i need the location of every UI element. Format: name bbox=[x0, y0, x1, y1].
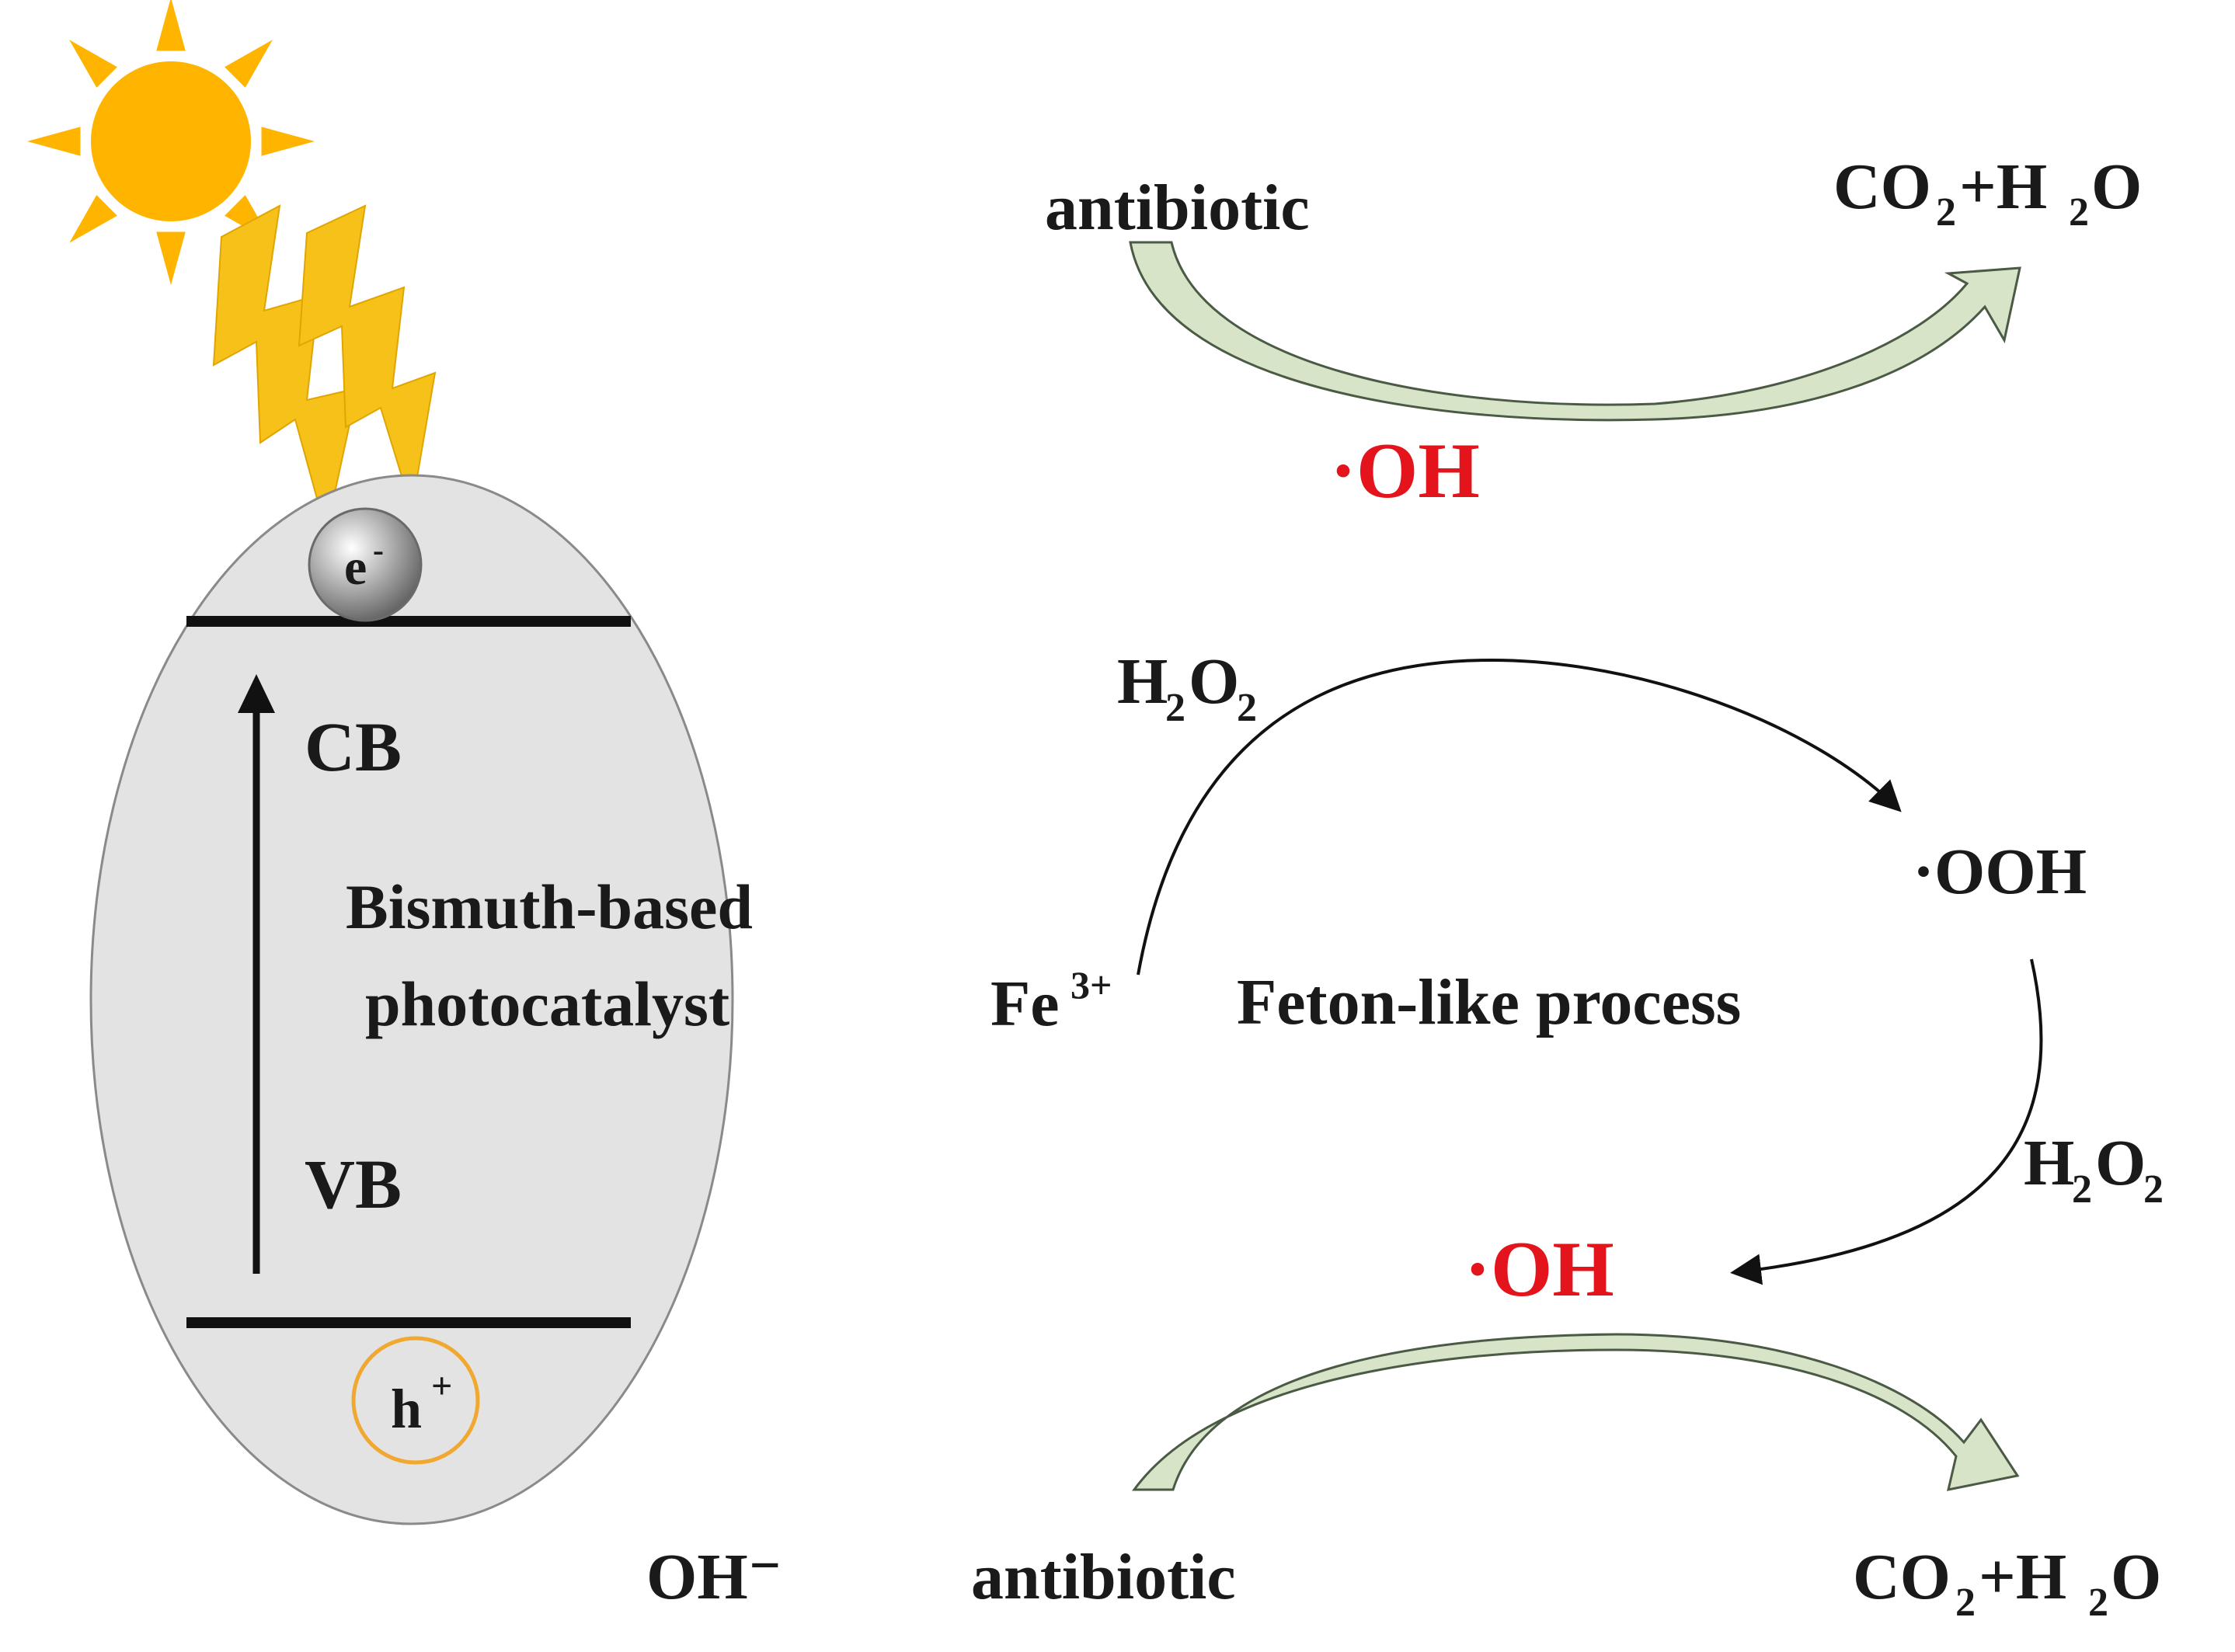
svg-text:2: 2 bbox=[1165, 686, 1185, 730]
svg-text:CO: CO bbox=[1833, 151, 1931, 223]
svg-text:O: O bbox=[1189, 645, 1239, 718]
svg-text:2: 2 bbox=[2143, 1167, 2164, 1212]
sun-ray bbox=[261, 127, 315, 156]
sun-ray bbox=[156, 231, 186, 285]
fenton-lower-arrow bbox=[1730, 958, 2043, 1285]
catalyst-name-line2: photocatalyst bbox=[365, 969, 729, 1039]
fenton-process-label: Feton-like process bbox=[1237, 966, 1741, 1038]
svg-text:2: 2 bbox=[2088, 1581, 2108, 1625]
svg-text:O: O bbox=[2111, 1541, 2161, 1613]
electron-label: e bbox=[344, 539, 367, 596]
lightning-bolt-icon bbox=[212, 204, 437, 533]
sun-ray bbox=[156, 0, 186, 51]
svg-text:2: 2 bbox=[1955, 1581, 1976, 1625]
top-product-label: CO 2 +H 2 O bbox=[1833, 151, 2142, 235]
hole-sup: + bbox=[431, 1365, 452, 1407]
fenton-ooh-label: ·OOH bbox=[1913, 836, 2087, 908]
svg-text:3+: 3+ bbox=[1071, 963, 1112, 1007]
svg-text:O: O bbox=[2095, 1127, 2146, 1199]
fenton-upper-arrow bbox=[1137, 658, 1902, 976]
electron-sup: - bbox=[373, 533, 384, 569]
cb-label: CB bbox=[305, 709, 402, 786]
electron-sphere-icon: e - bbox=[308, 507, 423, 622]
sun-ray bbox=[27, 127, 81, 156]
sun-ray bbox=[69, 40, 117, 88]
svg-text:Fe: Fe bbox=[990, 968, 1060, 1040]
svg-text:CO: CO bbox=[1853, 1541, 1951, 1613]
excitation-arrowhead bbox=[238, 674, 275, 713]
top-degradation-arrow bbox=[1129, 241, 2021, 422]
catalyst-name-line1: Bismuth-based bbox=[346, 871, 753, 942]
fenton-h2o2-right: H 2 O 2 bbox=[2024, 1127, 2164, 1212]
svg-text:+H: +H bbox=[1959, 151, 2047, 223]
hole-label: h bbox=[391, 1378, 422, 1440]
sun-ray bbox=[225, 40, 273, 88]
fenton-h2o2-top: H 2 O 2 bbox=[1117, 645, 1257, 730]
bottom-degradation-arrow bbox=[1132, 1333, 2020, 1491]
vb-label: VB bbox=[305, 1146, 402, 1223]
top-hydroxyl-radical: ·OH bbox=[1330, 427, 1480, 515]
svg-text:2: 2 bbox=[1237, 686, 1257, 730]
svg-text:2: 2 bbox=[2069, 190, 2089, 235]
hydroxide-label: OH⁻ bbox=[646, 1541, 782, 1613]
hole-circle-icon: h + bbox=[351, 1336, 480, 1465]
photocatalyst-particle bbox=[89, 474, 734, 1525]
svg-text:2: 2 bbox=[1936, 190, 1956, 235]
svg-text:+H: +H bbox=[1979, 1541, 2066, 1613]
fenton-fe3-label: Fe 3+ bbox=[990, 963, 1112, 1040]
svg-text:2: 2 bbox=[2072, 1167, 2092, 1212]
fenton-hydroxyl-radical: ·OH bbox=[1464, 1226, 1614, 1313]
bottom-antibiotic-label: antibiotic bbox=[971, 1541, 1236, 1613]
svg-text:H: H bbox=[2024, 1127, 2074, 1199]
sun-ray bbox=[69, 195, 117, 243]
sun-icon bbox=[27, 0, 315, 285]
top-antibiotic-label: antibiotic bbox=[1045, 172, 1310, 244]
bottom-product-label: CO 2 +H 2 O bbox=[1853, 1541, 2161, 1625]
svg-text:O: O bbox=[2091, 151, 2142, 223]
svg-text:H: H bbox=[1117, 645, 1168, 718]
